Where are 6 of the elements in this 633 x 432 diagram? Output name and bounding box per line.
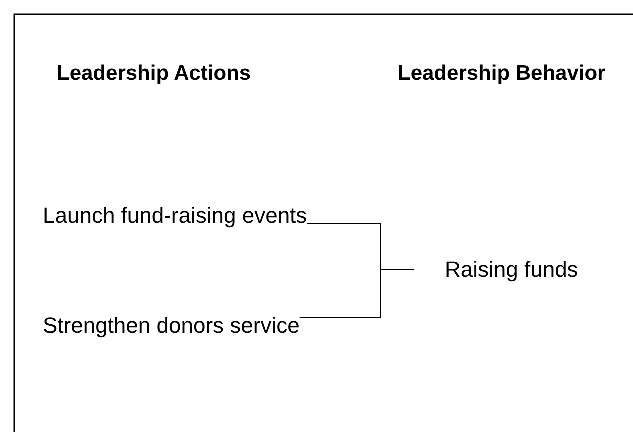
action-text: Raising funds [445, 257, 578, 283]
column-heading: Leadership Actions [57, 62, 252, 86]
action-text: Strengthen donors service [43, 313, 300, 339]
column-heading: Leadership Behavior [398, 62, 606, 86]
action-text: Launch fund-raising events [43, 203, 308, 229]
bracket-connector [299, 270, 414, 318]
